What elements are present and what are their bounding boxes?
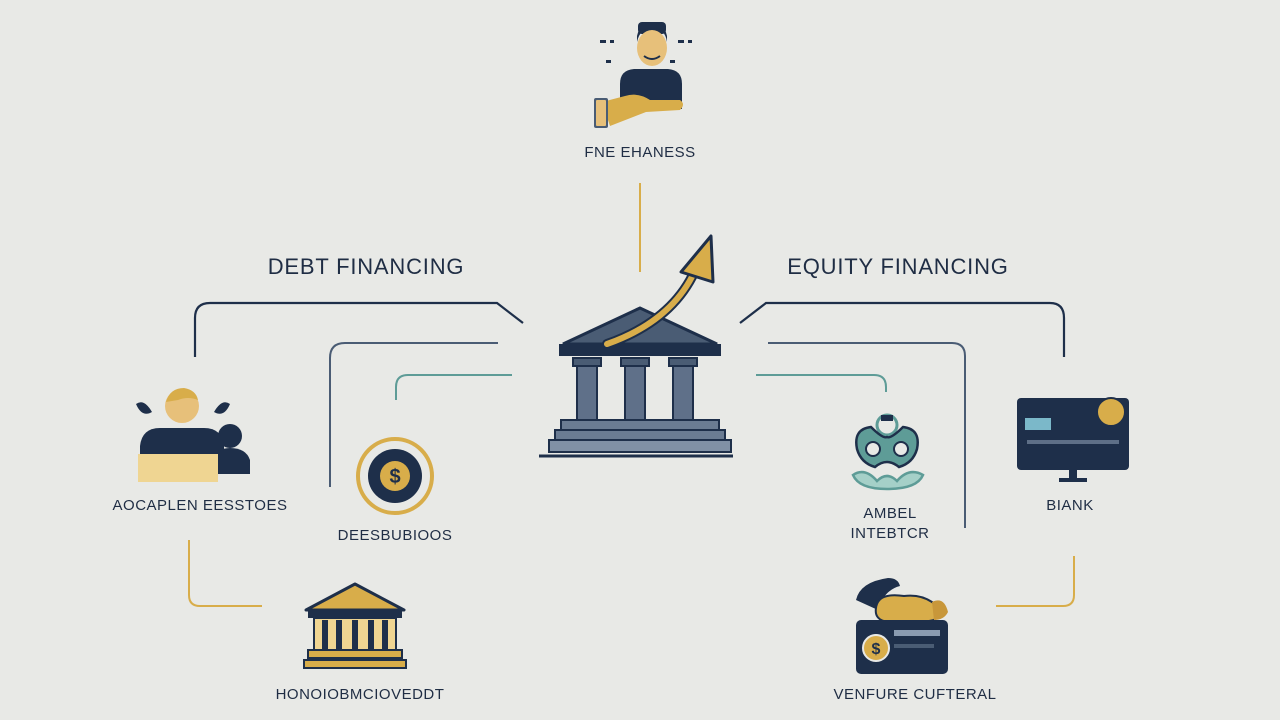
investors-label: AOCAPLEN EESSTOES [112, 497, 288, 514]
bank-small-label: HONOIOBMCIOVEDDT [275, 686, 445, 703]
connector-right-bottom [996, 556, 1075, 607]
connector-left-inner [395, 374, 512, 400]
equity-financing-heading: EQUITY FINANCING [787, 254, 1009, 279]
top-label: FNE EHANESS [584, 144, 696, 161]
connector-left-outer [193, 301, 524, 357]
connector-left-middle [329, 342, 498, 487]
angel-label-line1: AMBEL [863, 505, 917, 522]
angel-label-line2: INTEBTCR [850, 525, 930, 542]
venture-label: VENFURE CUFTERAL [833, 686, 997, 703]
bank-icon [303, 582, 407, 669]
svg-text:$: $ [872, 641, 881, 658]
svg-text:$: $ [389, 466, 400, 488]
debt-financing-heading: DEBT FINANCING [267, 254, 465, 279]
connector-right-inner [756, 374, 887, 392]
angel-investor-icon [851, 413, 925, 491]
coin-label: DEESBUBIOOS [337, 527, 453, 544]
bank-label: BIANK [1046, 497, 1094, 514]
computer-monitor-icon [1017, 397, 1129, 482]
group-of-people-icon [136, 388, 250, 482]
connector-right-middle [768, 342, 966, 528]
dollar-coin-icon: $ [356, 437, 434, 515]
bank-building-growth-icon [539, 234, 733, 458]
person-offering-hand-icon [594, 22, 692, 128]
connector-left-bottom [188, 540, 262, 607]
connector-right-outer [739, 301, 1066, 357]
money-bag-card-icon: $ [856, 578, 948, 674]
